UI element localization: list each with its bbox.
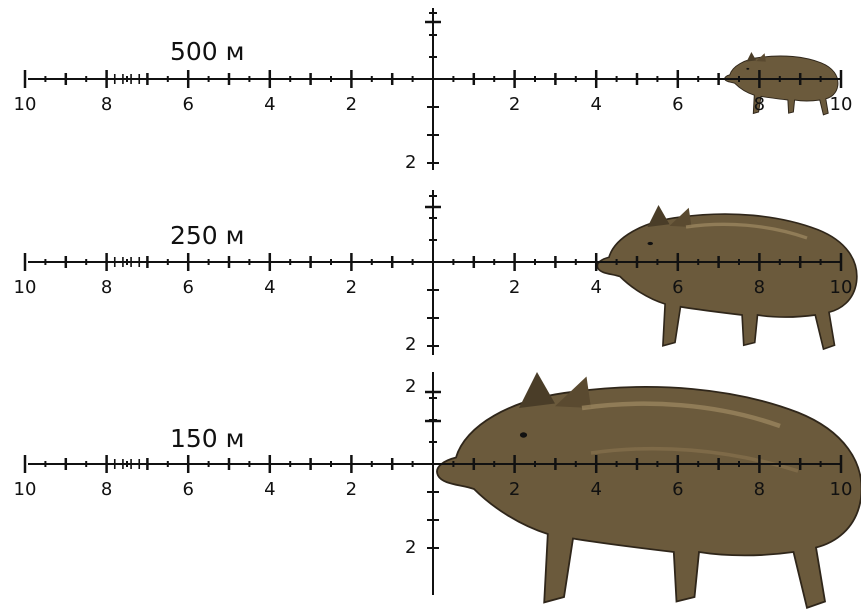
boar-ear	[555, 376, 591, 408]
boar-eye	[647, 241, 653, 246]
right-numbers: 2 4 6 8 10	[509, 94, 853, 115]
right-number: 2	[509, 94, 520, 115]
ticks-vertical	[425, 195, 441, 347]
right-number: 10	[830, 479, 853, 500]
left-number: 4	[264, 277, 275, 298]
ticks-vertical	[425, 12, 441, 164]
vertical-bottom-label: 2	[405, 152, 416, 173]
left-number: 10	[14, 94, 37, 115]
left-number: 8	[101, 479, 112, 500]
left-number: 10	[14, 277, 37, 298]
right-number: 6	[672, 277, 683, 298]
boar-body	[596, 213, 858, 351]
distance-label: 150 м	[170, 424, 245, 453]
right-number: 8	[754, 277, 765, 298]
ticks-right	[452, 70, 843, 88]
right-number: 6	[672, 479, 683, 500]
ticks-left	[23, 70, 414, 88]
panel-150m: 150 м 10 8 6 4 2 2 4 6 8 10 2 2	[14, 372, 861, 609]
right-number: 6	[672, 94, 683, 115]
right-number: 4	[590, 479, 601, 500]
ticks-left	[23, 253, 414, 271]
boar-ear	[519, 372, 555, 408]
right-number: 2	[509, 277, 520, 298]
left-number: 8	[101, 94, 112, 115]
right-number: 2	[509, 479, 520, 500]
boar-500m	[724, 52, 839, 116]
right-number: 4	[590, 277, 601, 298]
vertical-bottom-label: 2	[405, 537, 416, 558]
vertical-top-label: 2	[405, 376, 416, 397]
boar-eye	[746, 67, 750, 70]
left-numbers: 10 8 6 4 2	[14, 94, 358, 115]
boar-eye	[519, 432, 528, 438]
distance-label: 250 м	[170, 221, 245, 250]
right-number: 10	[830, 277, 853, 298]
boar-ear	[756, 53, 766, 62]
right-number: 4	[590, 94, 601, 115]
panel-500m: 500 м 10 8 6 4 2 2 4 6 8 10 2	[14, 8, 853, 173]
left-number: 4	[264, 479, 275, 500]
panel-250m: 250 м 10 8 6 4 2 2 4 6 8 10 2	[14, 190, 858, 355]
boar-body	[724, 55, 839, 116]
right-numbers: 2 4 6 8 10	[509, 479, 853, 500]
left-number: 6	[182, 277, 193, 298]
boar-150m	[436, 372, 861, 609]
left-numbers: 10 8 6 4 2	[14, 277, 358, 298]
left-number: 6	[182, 94, 193, 115]
right-number: 10	[830, 94, 853, 115]
boar-ear	[669, 207, 692, 227]
right-number: 8	[754, 94, 765, 115]
boar-250m	[596, 205, 858, 351]
vertical-bottom-label: 2	[405, 334, 416, 355]
boar-fur-highlight	[685, 222, 808, 240]
ticks-left	[23, 455, 414, 473]
left-number: 2	[346, 479, 357, 500]
distance-label: 500 м	[170, 37, 245, 66]
ticks-right	[452, 253, 843, 271]
right-numbers: 2 4 6 8 10	[509, 277, 853, 298]
ticks-vertical	[425, 390, 441, 549]
right-number: 8	[754, 479, 765, 500]
left-number: 4	[264, 94, 275, 115]
left-number: 6	[182, 479, 193, 500]
boar-ear	[647, 205, 670, 227]
boar-ear	[746, 52, 757, 62]
left-number: 10	[14, 479, 37, 500]
ticks-right	[452, 455, 843, 473]
boar-fur-highlight	[581, 401, 781, 429]
boar-body	[436, 386, 861, 609]
left-numbers: 10 8 6 4 2	[14, 479, 358, 500]
left-number: 8	[101, 277, 112, 298]
left-number: 2	[346, 277, 357, 298]
left-number: 2	[346, 94, 357, 115]
